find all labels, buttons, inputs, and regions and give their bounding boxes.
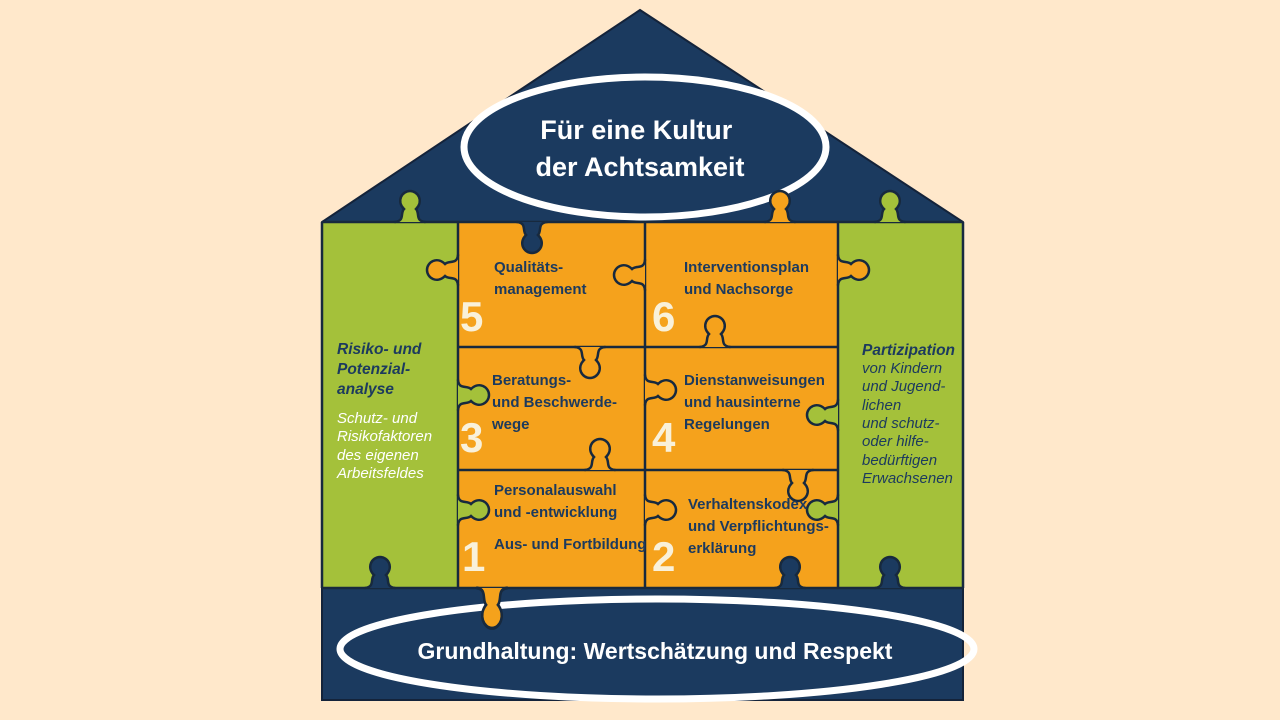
left-body-line2: Risikofaktoren (337, 428, 432, 445)
right-body-line1: von Kindern (862, 360, 942, 377)
piece-3-line2: und Beschwerde- (492, 394, 617, 411)
left-panel-body: Schutz- und Risikofaktoren des eigenen A… (336, 410, 436, 482)
piece-2-line3: erklärung (688, 540, 756, 557)
roof-title-line1: Für eine Kultur (540, 115, 732, 145)
piece-6-line2: und Nachsorge (684, 281, 793, 298)
piece-5-number: 5 (460, 293, 483, 340)
left-body-line3: des eigenen (337, 447, 419, 464)
right-body-line4: und schutz- (862, 415, 940, 432)
puzzle-piece-5 (458, 222, 645, 347)
left-heading-line1: Risiko- und (337, 341, 422, 358)
right-body-line7: Erwachsenen (862, 470, 953, 487)
left-body-line1: Schutz- und (337, 410, 418, 427)
right-body-line2: und Jugend- (862, 378, 945, 395)
piece-labels: Qualitäts- management Interventionsplan … (491, 259, 833, 557)
piece-3-number: 3 (460, 414, 483, 461)
puzzle-piece-1 (458, 470, 645, 588)
roof-title-ellipse (460, 73, 830, 221)
piece-4-line1: Dienstanweisungen (684, 372, 825, 389)
piece-6-label: Interventionsplan und Nachsorge (684, 259, 813, 298)
piece-1-number: 1 (462, 533, 485, 580)
piece-5-line2: management (494, 281, 587, 298)
right-body-line6: bedürftigen (862, 452, 937, 469)
piece-numbers: 5 6 3 4 1 2 (460, 293, 676, 580)
base-label: Grundhaltung: Wertschätzung und Respekt (418, 638, 893, 664)
piece-5-line1: Qualitäts- (494, 259, 563, 276)
piece-5-label: Qualitäts- management (494, 259, 587, 298)
piece-2-line2: und Verpflichtungs- (688, 518, 829, 535)
puzzle-piece-6 (645, 222, 838, 347)
piece-3-line1: Beratungs- (492, 372, 571, 389)
piece-3-line3: wege (491, 416, 530, 433)
left-body-line4: Arbeitsfeldes (336, 465, 424, 482)
right-body-line3: lichen (862, 397, 901, 414)
left-panel-heading: Risiko- und Potenzial- analyse (337, 341, 426, 398)
right-panel-heading: Partizipation (862, 342, 955, 359)
left-heading-line3: analyse (337, 381, 394, 398)
left-green-panel (322, 222, 458, 588)
piece-4-number: 4 (652, 414, 676, 461)
right-green-panel (838, 222, 963, 588)
puzzle-piece-3 (458, 347, 645, 470)
piece-2-label: Verhaltenskodex und Verpflichtungs- erkl… (688, 496, 833, 557)
left-heading-line2: Potenzial- (337, 361, 410, 378)
piece-4-label: Dienstanweisungen und hausinterne Regelu… (684, 372, 829, 433)
puzzle-pieces (322, 222, 963, 588)
piece-4-line2: und hausinterne (684, 394, 801, 411)
base-ellipse (336, 595, 978, 703)
piece-6-line1: Interventionsplan (684, 259, 809, 276)
roof-title-line2: der Achtsamkeit (535, 152, 744, 182)
piece-1-label: Personalauswahl und -entwicklung Aus- un… (494, 482, 646, 553)
piece-4-line3: Regelungen (684, 416, 770, 433)
piece-1-line2: und -entwicklung (494, 504, 617, 521)
piece-2-number: 2 (652, 533, 675, 580)
piece-1-line3: Aus- und Fortbildung (494, 536, 646, 553)
piece-2-line1: Verhaltenskodex (688, 496, 808, 513)
piece-1-line1: Personalauswahl (494, 482, 617, 499)
right-panel-body: von Kindern und Jugend- lichen und schut… (862, 360, 953, 487)
piece-3-label: Beratungs- und Beschwerde- wege (491, 372, 621, 433)
right-body-line5: oder hilfe- (862, 433, 929, 450)
puzzle-piece-4 (645, 347, 838, 470)
roof-title: Für eine Kultur der Achtsamkeit (535, 115, 744, 182)
piece-6-number: 6 (652, 293, 675, 340)
